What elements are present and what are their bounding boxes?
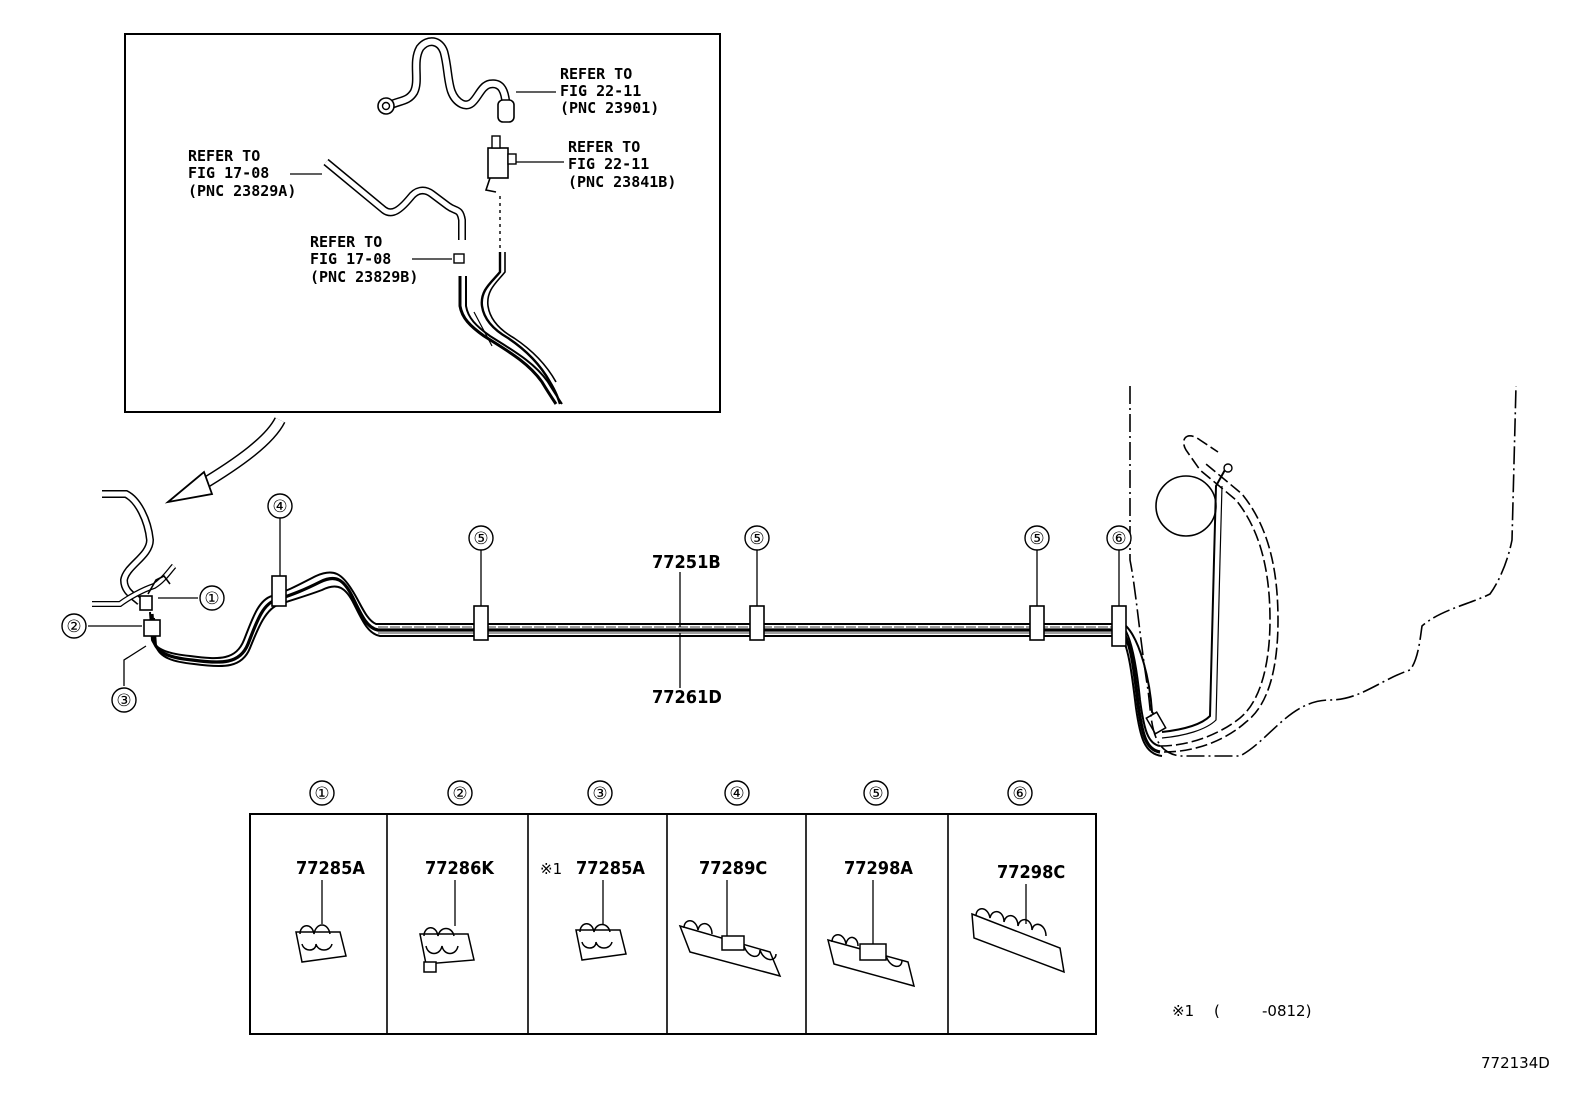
callout-leaders [88,518,1120,688]
inset-reference-labels: REFER TO FIG 22-11 (PNC 23901) REFER TO … [188,65,676,286]
clip-77298A [826,934,916,988]
callout-6: ⑥ [1111,529,1126,549]
ref-23829B-line3: (PNC 23829B) [310,268,418,286]
footnote-range: -0812) [1262,1002,1311,1020]
cell-1-part-number: 77285A [296,858,365,879]
clip-77285A-a [295,924,347,963]
detail-inset [124,33,721,413]
callout-4: ④ [272,497,287,517]
ref-23829B-line1: REFER TO [310,233,382,251]
callout-1: ① [204,589,219,609]
parts-table [249,813,1097,1035]
cell-3-prefix: ※1 [540,860,562,878]
callout-3: ③ [116,691,131,711]
ref-23901-line1: REFER TO [560,65,632,83]
detail-arrow [164,417,286,504]
table-headers: ① ② ③ ④ ⑤ ⑥ [309,780,1033,806]
main-tube-routing [92,385,1517,757]
clip-77298C [971,908,1065,974]
cell-3-part-number: 77285A [576,858,645,879]
table-header-5: ⑤ [868,784,883,804]
cell-2-part-number: 77286K [425,858,495,879]
ref-23901-line3: (PNC 23901) [560,99,659,117]
table-header-3: ③ [592,784,607,804]
cell-4-part-number: 77289C [699,858,767,879]
ref-23841B-line3: (PNC 23841B) [568,173,676,191]
clip-77289C [678,920,782,978]
callout-2: ② [66,617,81,637]
table-header-2: ② [452,784,467,804]
footnote-open: ( [1214,1002,1220,1020]
ref-23829A-line1: REFER TO [188,147,260,165]
tube-part-numbers: 77251B 77261D [652,552,722,708]
cell-6-part-number: 77298C [997,862,1065,883]
clip-77285A-b [575,923,627,961]
table-header-6: ⑥ [1012,784,1027,804]
ref-23829A-line3: (PNC 23829A) [188,182,296,200]
callout-5b: ⑤ [749,529,764,549]
part-number-77261D: 77261D [652,687,722,708]
ref-23841B-line2: FIG 22-11 [568,155,649,173]
ref-23829B-line2: FIG 17-08 [310,250,391,268]
callout-5c: ⑤ [1029,529,1044,549]
figure-id: 772134D [1481,1054,1550,1072]
ref-23841B-line1: REFER TO [568,138,640,156]
clip-77286K [419,927,475,973]
ref-23901-line2: FIG 22-11 [560,82,641,100]
table-part-numbers: 77285A 77286K ※1 77285A 77289C 77298A 77… [296,858,1065,883]
part-number-77251B: 77251B [652,552,721,573]
footnote-mark: ※1 [1172,1002,1194,1020]
callout-5a: ⑤ [473,529,488,549]
table-header-1: ① [314,784,329,804]
footnote: ※1 ( -0812) [1172,1002,1311,1020]
cell-5-part-number: 77298A [844,858,913,879]
table-header-4: ④ [729,784,744,804]
ref-23829A-line2: FIG 17-08 [188,164,269,182]
diagram-callouts: ① ② ③ ④ ⑤ ⑤ ⑤ ⑥ [61,493,1132,713]
